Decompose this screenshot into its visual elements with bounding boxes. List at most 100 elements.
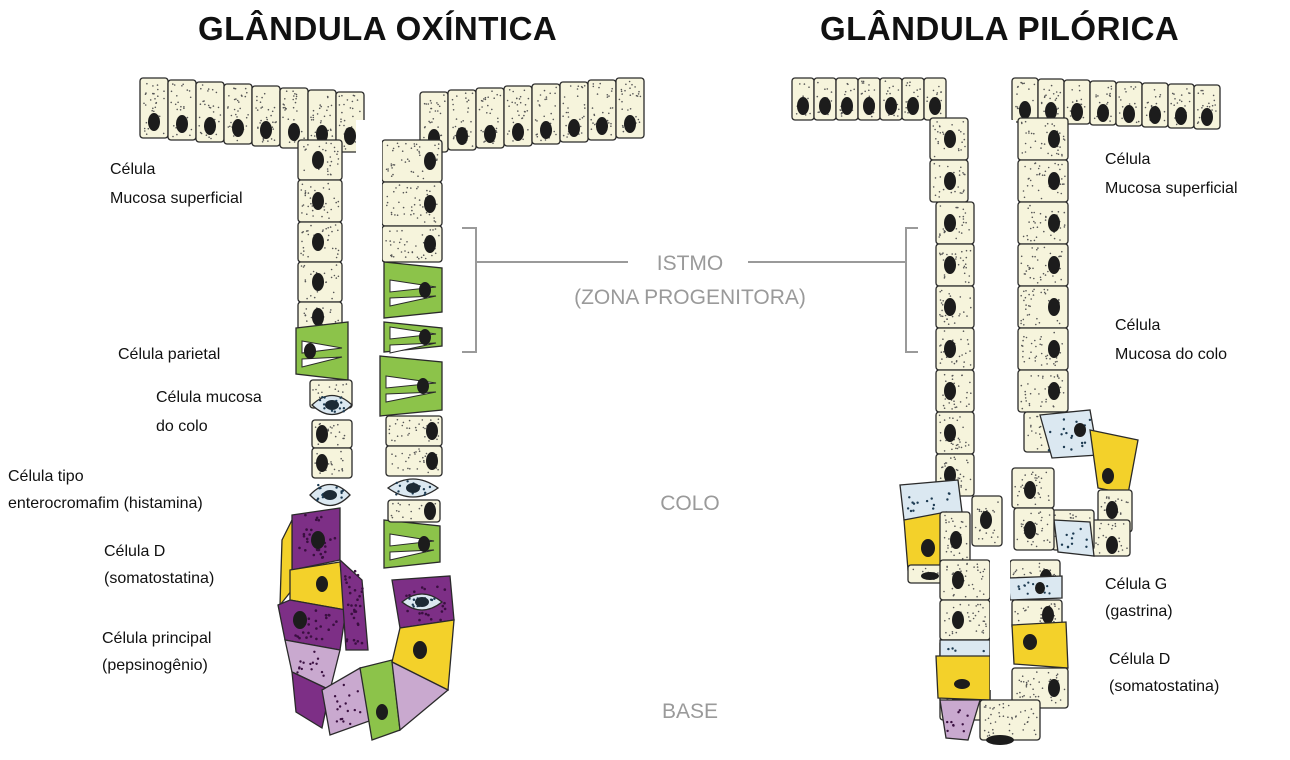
cytoplasm-granule — [1051, 603, 1053, 605]
cytoplasm-granule — [245, 96, 247, 98]
mucous-granule — [340, 490, 342, 492]
zymogen-granule — [302, 662, 304, 664]
cytoplasm-granule — [1130, 86, 1132, 88]
cytoplasm-granule — [301, 212, 303, 214]
zymogen-granule — [359, 711, 361, 713]
cytoplasm-granule — [948, 538, 950, 540]
cytoplasm-granule — [200, 103, 202, 105]
cytoplasm-granule — [1061, 343, 1063, 345]
cytoplasm-granule — [325, 228, 327, 230]
cytoplasm-granule — [440, 113, 442, 115]
cytoplasm-granule — [1008, 705, 1010, 707]
isthmus-bracket-right — [906, 228, 918, 352]
cytoplasm-granule — [951, 124, 953, 126]
zymogen-granule — [296, 635, 299, 638]
cytoplasm-granule — [940, 440, 942, 442]
cytoplasm-granule — [345, 148, 347, 150]
zymogen-granule — [358, 595, 361, 598]
cytoplasm-granule — [419, 450, 421, 452]
cytoplasm-granule — [1127, 502, 1129, 504]
cytoplasm-granule — [943, 133, 945, 135]
cytoplasm-granule — [326, 142, 328, 144]
cytoplasm-granule — [1057, 376, 1059, 378]
cytoplasm-granule — [977, 604, 979, 606]
cytoplasm-granule — [1039, 570, 1041, 572]
cytoplasm-granule — [1063, 138, 1065, 140]
cytoplasm-granule — [237, 100, 239, 102]
cytoplasm-granule — [1024, 474, 1026, 476]
cytoplasm-granule — [437, 104, 439, 106]
cytoplasm-granule — [155, 107, 157, 109]
cytoplasm-granule — [1017, 86, 1019, 88]
cytoplasm-granule — [301, 265, 303, 267]
cytoplasm-granule — [940, 132, 942, 134]
cytoplasm-granule — [970, 364, 972, 366]
cytoplasm-granule — [1045, 399, 1047, 401]
cytoplasm-granule — [956, 469, 958, 471]
cytoplasm-granule — [408, 433, 410, 435]
cytoplasm-granule — [1070, 517, 1072, 519]
cell-nucleus — [406, 483, 420, 493]
cytoplasm-granule — [439, 106, 441, 108]
cytoplasm-granule — [1037, 282, 1039, 284]
cytoplasm-granule — [1032, 100, 1034, 102]
cytoplasm-granule — [861, 81, 863, 83]
cytoplasm-granule — [951, 518, 953, 520]
cell-nucleus — [596, 117, 608, 135]
zymogen-granule — [361, 587, 364, 590]
cytoplasm-granule — [946, 318, 948, 320]
cytoplasm-granule — [943, 591, 945, 593]
zymogen-granule — [345, 702, 347, 704]
cytoplasm-granule — [487, 105, 489, 107]
cytoplasm-granule — [431, 255, 433, 257]
cytoplasm-granule — [1013, 574, 1015, 576]
cytoplasm-granule — [608, 95, 610, 97]
cytoplasm-granule — [1024, 273, 1026, 275]
cytoplasm-granule — [1046, 358, 1048, 360]
cytoplasm-granule — [1176, 124, 1178, 126]
cell-nucleus — [944, 340, 956, 358]
cytoplasm-granule — [433, 118, 435, 120]
cytoplasm-granule — [391, 440, 393, 442]
cytoplasm-granule — [1061, 193, 1063, 195]
cytoplasm-granule — [861, 93, 863, 95]
mucous-granule — [932, 507, 934, 509]
cytoplasm-granule — [1046, 132, 1048, 134]
cytoplasm-granule — [407, 158, 409, 160]
cytoplasm-granule — [389, 230, 391, 232]
cytoplasm-granule — [334, 151, 336, 153]
cytoplasm-granule — [981, 631, 983, 633]
cytoplasm-granule — [206, 134, 208, 136]
cytoplasm-granule — [294, 93, 296, 95]
cytoplasm-granule — [1045, 274, 1047, 276]
cytoplasm-granule — [1028, 131, 1030, 133]
cytoplasm-granule — [925, 568, 927, 570]
cytoplasm-granule — [956, 228, 958, 230]
cytoplasm-granule — [145, 104, 147, 106]
cytoplasm-granule — [416, 144, 418, 146]
cytoplasm-granule — [419, 146, 421, 148]
cytoplasm-granule — [1048, 672, 1050, 674]
cytoplasm-granule — [1036, 533, 1038, 535]
cytoplasm-granule — [414, 197, 416, 199]
cytoplasm-granule — [1072, 514, 1074, 516]
cytoplasm-granule — [953, 594, 955, 596]
cell-nucleus — [1042, 606, 1054, 624]
cytoplasm-granule — [963, 121, 965, 123]
cytoplasm-granule — [455, 126, 457, 128]
cytoplasm-granule — [330, 432, 332, 434]
cytoplasm-granule — [1029, 405, 1031, 407]
cytoplasm-granule — [1099, 552, 1101, 554]
cytoplasm-granule — [171, 91, 173, 93]
zymogen-granule — [321, 671, 323, 673]
cytoplasm-granule — [624, 90, 626, 92]
cytoplasm-granule — [1017, 613, 1019, 615]
mucous-granule — [343, 407, 345, 409]
cytoplasm-granule — [1040, 437, 1042, 439]
cytoplasm-granule — [190, 97, 192, 99]
cytoplasm-granule — [638, 91, 640, 93]
cytoplasm-granule — [1050, 697, 1052, 699]
cytoplasm-granule — [1039, 566, 1041, 568]
cytoplasm-granule — [385, 240, 387, 242]
cytoplasm-granule — [952, 520, 954, 522]
